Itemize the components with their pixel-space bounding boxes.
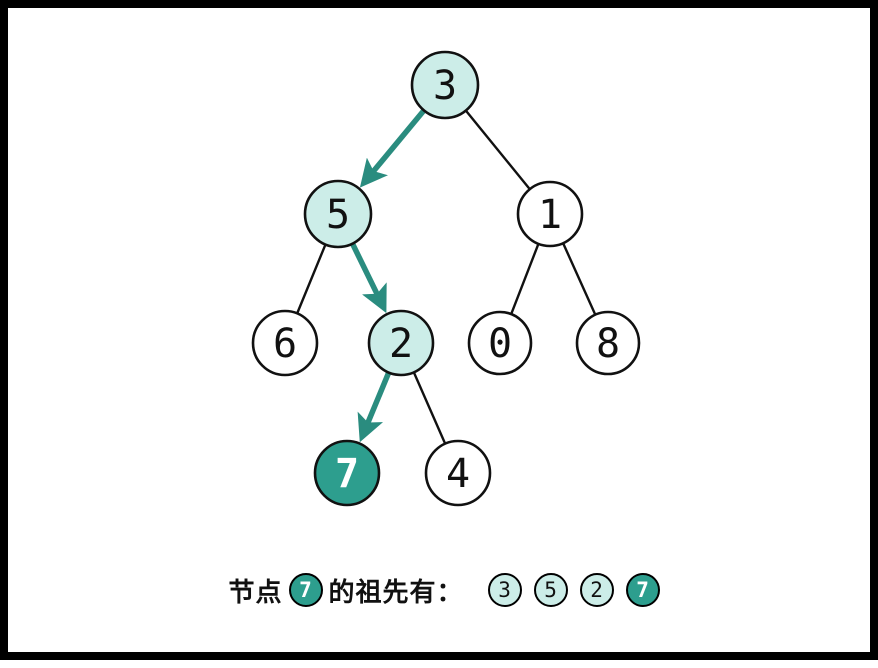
tree-node-circle-8 — [575, 310, 641, 376]
tree-node-4[interactable]: 4 — [424, 439, 492, 507]
path-edge-2-to-7 — [357, 369, 393, 443]
edge-1-to-0 — [509, 240, 541, 318]
tree-node-label-7: 7 — [335, 451, 359, 497]
tree-node-label-4: 4 — [446, 451, 470, 497]
caption-target-node: 7 — [288, 573, 323, 607]
tree-node-label-0: 0 — [488, 321, 512, 367]
tree-node-label-5: 5 — [326, 192, 350, 238]
tree-node-5[interactable]: 5 — [303, 179, 373, 249]
edge-3-to-1 — [463, 107, 533, 192]
tree-node-circle-6 — [251, 309, 319, 377]
tree-node-2[interactable]: 2 — [367, 309, 435, 377]
ancestor-chip-5: 5 — [533, 573, 568, 607]
node-layer: 3 5 1 6 2 0 8 7 4 — [251, 50, 641, 507]
tree-node-circle-7 — [313, 439, 381, 507]
tree-node-circle-0 — [467, 310, 533, 376]
ancestor-chip-3: 3 — [487, 573, 522, 607]
tree-node-circle-4 — [424, 439, 492, 507]
binary-tree-graphic: 3 5 1 6 2 0 8 7 4 — [251, 50, 641, 507]
tree-node-0[interactable]: 0 — [467, 310, 533, 376]
caption-middle: 的祖先有： — [328, 577, 464, 608]
tree-node-circle-3 — [410, 50, 480, 120]
caption-prefix: 节点 — [228, 577, 283, 608]
edge-5-to-6 — [295, 241, 328, 317]
tree-node-6[interactable]: 6 — [251, 309, 319, 377]
tree-node-3[interactable]: 3 — [410, 50, 480, 120]
tree-node-7[interactable]: 7 — [313, 439, 381, 507]
path-edge-3-to-5 — [359, 107, 428, 188]
path-edge-5-to-2 — [349, 240, 387, 314]
tree-node-label-8: 8 — [596, 321, 620, 367]
tree-node-label-1: 1 — [538, 192, 562, 238]
edge-2-to-4 — [411, 369, 448, 447]
edge-layer — [295, 107, 598, 447]
tree-node-label-3: 3 — [433, 63, 457, 109]
tree-node-circle-5 — [303, 179, 373, 249]
edge-1-to-8 — [561, 240, 598, 318]
ancestor-chip-7: 7 — [625, 573, 660, 607]
ancestor-chip-2: 2 — [579, 573, 614, 607]
tree-node-circle-2 — [367, 309, 435, 377]
tree-node-8[interactable]: 8 — [575, 310, 641, 376]
tree-node-label-6: 6 — [273, 321, 297, 367]
tree-node-circle-1 — [516, 180, 584, 248]
tree-node-1[interactable]: 1 — [516, 180, 584, 248]
tree-node-label-2: 2 — [389, 321, 413, 367]
